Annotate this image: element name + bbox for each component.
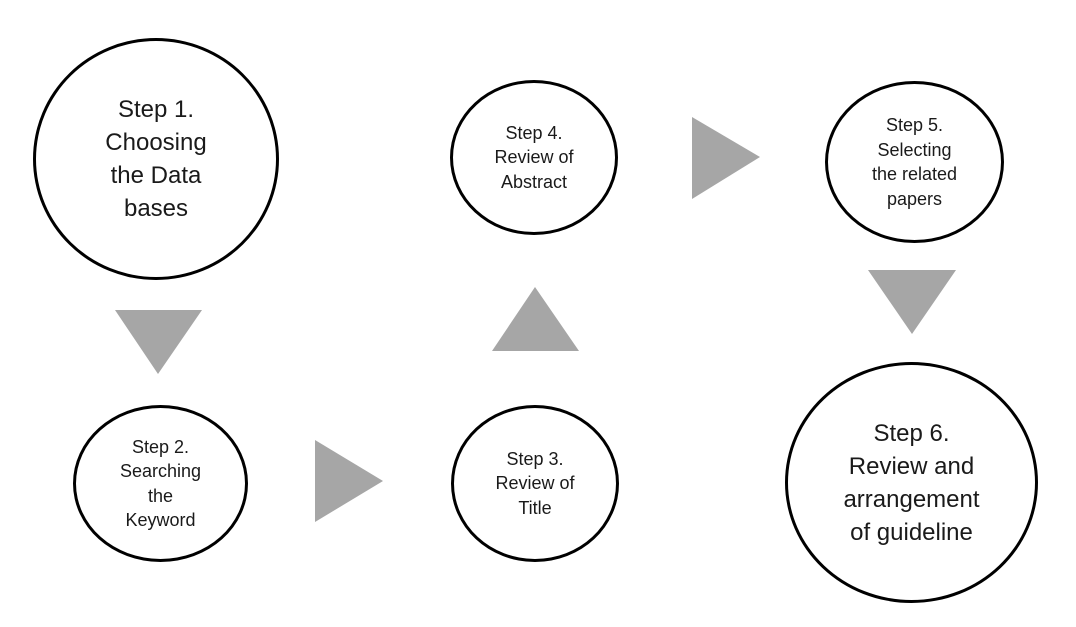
step-4-line-2: Review of xyxy=(494,147,574,168)
step-5-line-2: Selecting xyxy=(877,139,952,160)
step-6-line-2: Review and xyxy=(848,452,975,480)
step-2-line-4: Keyword xyxy=(125,510,196,530)
step-4-label: Step 4. Review of Abstract xyxy=(494,121,573,195)
step-2-line-1: Step 2. xyxy=(131,436,190,457)
step-1-line-2: Choosing xyxy=(105,129,207,156)
step-2-line-3: the xyxy=(147,485,174,506)
arrow-down-step1-to-step2 xyxy=(115,310,202,374)
arrow-right-step2-to-step3 xyxy=(315,440,383,522)
arrow-up-step3-to-step4 xyxy=(492,287,579,351)
step-2-circle: Step 2. Searching the Keyword xyxy=(73,405,248,562)
step-6-label: Step 6. Review and arrangement of guidel… xyxy=(843,417,979,549)
step-5-line-4: papers xyxy=(886,188,943,209)
step-1-line-1: Step 1. xyxy=(117,96,195,123)
arrow-right-step4-to-step5 xyxy=(692,117,760,199)
step-5-line-3: the related xyxy=(871,164,958,184)
step-5-circle: Step 5. Selecting the related papers xyxy=(825,81,1004,243)
step-4-line-3: Abstract xyxy=(500,171,568,192)
step-6-circle: Step 6. Review and arrangement of guidel… xyxy=(785,362,1038,603)
step-3-circle: Step 3. Review of Title xyxy=(451,405,619,562)
arrow-down-step5-to-step6 xyxy=(868,270,956,334)
step-3-line-1: Step 3. xyxy=(506,448,564,469)
step-2-line-2: Searching xyxy=(119,461,202,481)
step-4-line-1: Step 4. xyxy=(505,122,563,143)
step-1-line-3: the Data xyxy=(110,162,202,189)
step-1-label: Step 1. Choosing the Data bases xyxy=(105,93,206,225)
step-6-line-3: arrangement xyxy=(843,485,980,513)
step-6-line-1: Step 6. xyxy=(873,419,950,447)
step-3-line-2: Review of xyxy=(495,473,575,494)
step-4-circle: Step 4. Review of Abstract xyxy=(450,80,618,235)
step-3-label: Step 3. Review of Title xyxy=(495,447,574,521)
step-6-line-4: of guideline xyxy=(850,518,973,546)
step-3-line-3: Title xyxy=(518,497,552,518)
step-1-circle: Step 1. Choosing the Data bases xyxy=(33,38,279,280)
step-1-line-4: bases xyxy=(123,195,189,222)
step-5-label: Step 5. Selecting the related papers xyxy=(872,113,957,211)
step-5-line-1: Step 5. xyxy=(885,115,944,135)
step-2-label: Step 2. Searching the Keyword xyxy=(120,435,201,533)
